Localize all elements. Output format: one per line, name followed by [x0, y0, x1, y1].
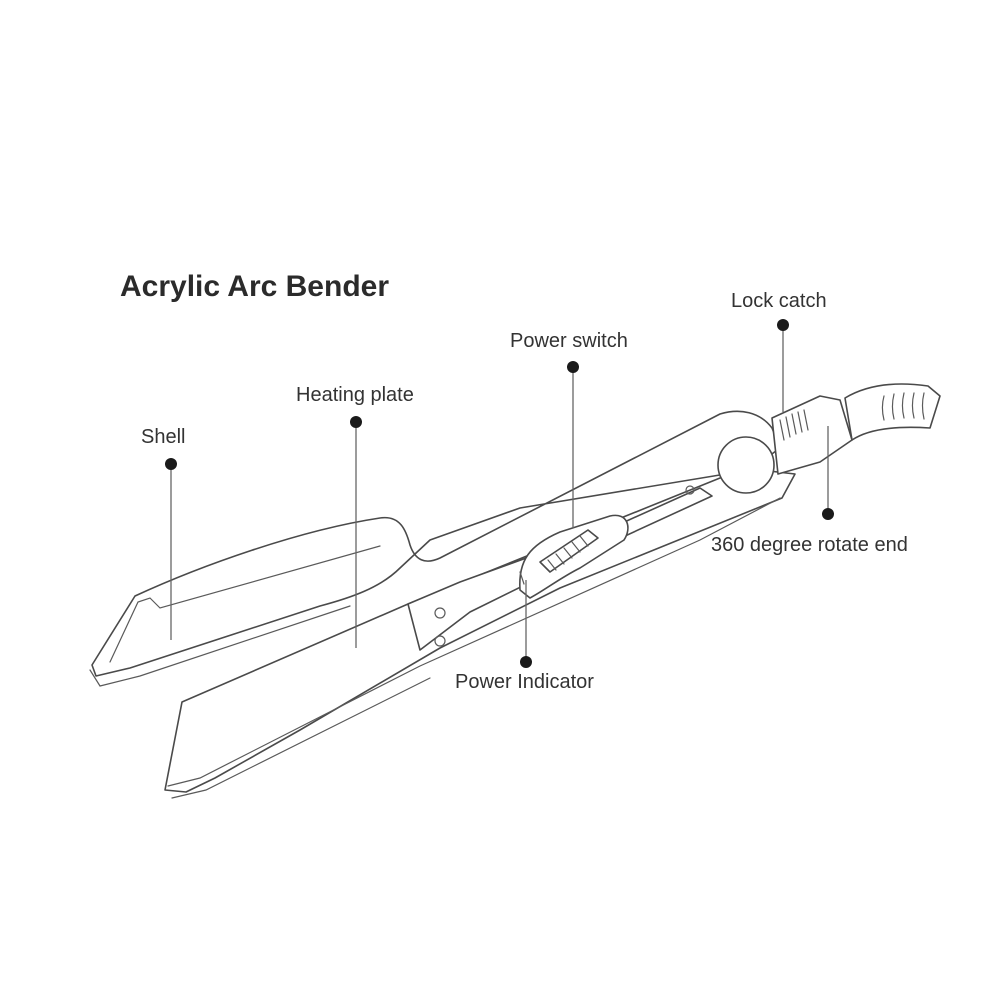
upper-arm-shell: [89, 410, 781, 687]
lock-catch-ridges: [779, 409, 809, 441]
label-power-switch: Power switch: [510, 330, 628, 352]
rivet-3: [685, 485, 695, 495]
rivet-2: [434, 635, 446, 647]
lower-arm: [164, 469, 796, 799]
label-rotate-end: 360 degree rotate end: [711, 534, 908, 556]
label-heating-plate: Heating plate: [296, 384, 414, 406]
power-switch-slider: [539, 529, 599, 573]
power-indicator-light: [519, 571, 525, 585]
power-cord: [844, 383, 941, 441]
callout-dot-heating-plate: [350, 416, 362, 428]
callout-dot-rotate-end: [822, 508, 834, 520]
rotate-knob: [717, 436, 775, 494]
diagram-title: Acrylic Arc Bender: [120, 270, 390, 303]
label-shell: Shell: [141, 426, 186, 448]
callout-dot-shell: [165, 458, 177, 470]
switch-assembly: [519, 514, 629, 599]
label-lock-catch: Lock catch: [731, 290, 827, 312]
callouts: [165, 319, 834, 668]
callout-dot-lock-catch: [777, 319, 789, 331]
hinge-assembly: [717, 395, 853, 494]
callout-dot-power-switch: [567, 361, 579, 373]
rivet-1: [434, 607, 446, 619]
callout-dot-power-indicator: [520, 656, 532, 668]
label-power-indicator: Power Indicator: [455, 671, 594, 693]
